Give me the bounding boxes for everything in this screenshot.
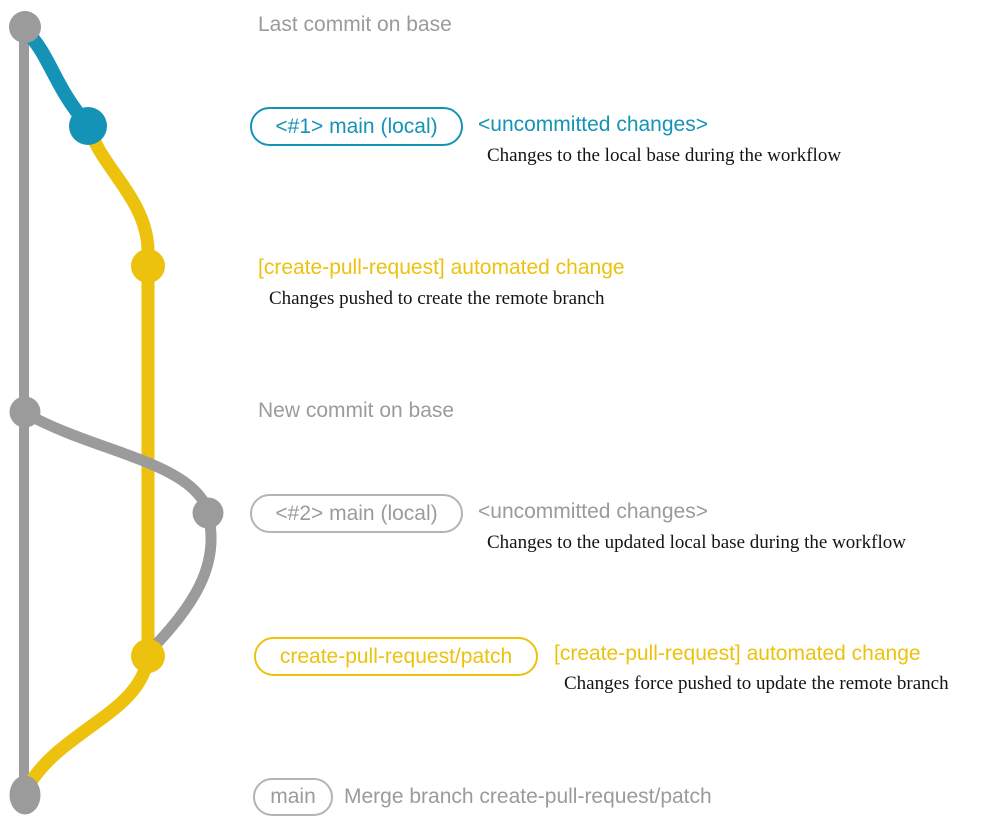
commit-dot-merge [9, 775, 41, 815]
commit-dot-automated-2 [131, 639, 165, 673]
commit-dot-last-base [9, 11, 41, 43]
badge-main-local-2: <#2> main (local) [250, 494, 463, 533]
local-update-to-patch-curve [144, 508, 217, 657]
label-merge-branch: Merge branch create-pull-request/patch [344, 785, 712, 808]
label-last-commit-on-base: Last commit on base [258, 13, 452, 36]
label-automated-change-1: [create-pull-request] automated change [258, 256, 625, 279]
commit-dot-new-base [9, 396, 41, 428]
label-uncommitted-changes-2: <uncommitted changes> [478, 500, 708, 523]
desc-uncommitted-changes-2: Changes to the updated local base during… [487, 532, 906, 553]
desc-uncommitted-changes-1: Changes to the local base during the wor… [487, 145, 842, 166]
commit-dot-uncommitted-2 [192, 497, 224, 529]
branch-local-main-curve [19, 24, 93, 130]
base-to-local-update-curve [21, 408, 214, 517]
commit-dot-uncommitted-1 [69, 107, 107, 145]
badge-main: main [253, 778, 333, 816]
desc-automated-change-2: Changes force pushed to update the remot… [564, 673, 949, 694]
badge-create-pull-request-patch: create-pull-request/patch [254, 637, 538, 676]
commit-dot-automated-1 [131, 249, 165, 283]
label-automated-change-2: [create-pull-request] automated change [554, 642, 921, 665]
commit-graph [9, 11, 224, 815]
label-new-commit-on-base: New commit on base [258, 399, 455, 422]
label-uncommitted-changes-1: <uncommitted changes> [478, 113, 708, 136]
desc-automated-change-1: Changes pushed to create the remote bran… [269, 288, 605, 309]
badge-main-local-1: <#1> main (local) [250, 107, 463, 146]
